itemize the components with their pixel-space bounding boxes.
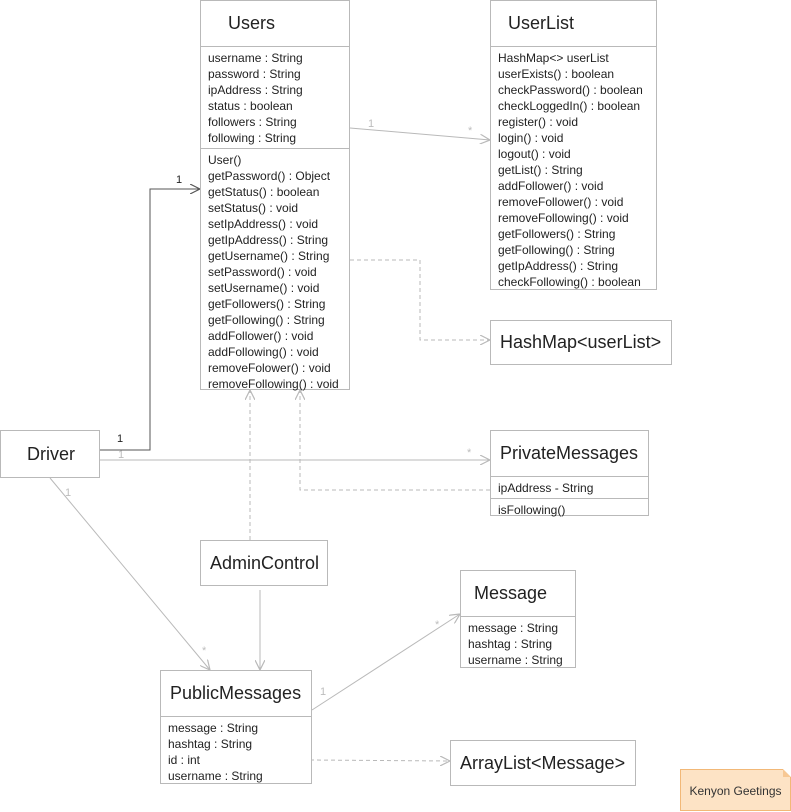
member-row: id : int (168, 753, 201, 767)
attributes-section: ipAddress - String (491, 476, 648, 498)
mult-driver-private-dst: * (467, 447, 472, 459)
class-name: Users (228, 13, 276, 33)
member-row: message : String (468, 621, 559, 635)
class-hashmap[interactable]: HashMap<userList> (490, 320, 672, 365)
member-row: getPassword() : Object (208, 169, 331, 183)
note-fold-corner (783, 769, 791, 777)
member-row: HashMap<> userList (498, 51, 609, 65)
member-row: userExists() : boolean (498, 67, 615, 81)
attributes-section: HashMap<> userList userExists() : boolean… (491, 46, 656, 292)
assoc-driver-public (49, 477, 210, 670)
assoc-public-message (311, 614, 460, 711)
methods-section: isFollowing() (491, 498, 648, 520)
member-row: removeFolower() : void (208, 361, 331, 375)
dep-private-users (300, 390, 490, 491)
member-row: removeFollower() : void (498, 195, 624, 209)
member-row: status : boolean (208, 99, 293, 113)
dep-users-hashmap (350, 259, 490, 340)
member-row: setIpAddress() : void (208, 217, 319, 231)
member-row: removeFollowing() : void (208, 377, 339, 391)
class-privatemessages[interactable]: PrivateMessages ipAddress - String isFol… (490, 430, 649, 517)
attributes-section: message : String hashtag : String id : int… (161, 716, 311, 786)
member-row: addFollower() : void (498, 179, 604, 193)
attributes-section: message : String hashtag : String username… (461, 616, 575, 670)
class-name: HashMap<userList> (500, 332, 662, 352)
dep-public-arraylist (309, 760, 450, 761)
member-row: addFollower() : void (208, 329, 314, 343)
class-name: Driver (27, 444, 75, 464)
mult-public-message-dst: * (435, 619, 440, 631)
class-name: UserList (508, 13, 575, 33)
assoc-driver-users (100, 189, 200, 451)
member-row: getStatus() : boolean (208, 185, 320, 199)
member-row: followers : String (208, 115, 297, 129)
member-row: ipAddress : String (208, 83, 303, 97)
member-row: username : String (168, 769, 263, 783)
mult-driver-public-dst: * (202, 645, 207, 657)
member-row: checkPassword() : boolean (498, 83, 643, 97)
member-row: getUsername() : String (208, 249, 330, 263)
member-row: hashtag : String (468, 637, 553, 651)
member-row: setPassword() : void (208, 265, 317, 279)
mult-driver-users-end: 1 (176, 174, 182, 186)
class-publicmessages[interactable]: PublicMessages message : String hashtag :… (160, 670, 312, 784)
member-row: getFollowers() : String (208, 297, 326, 311)
member-row: User() (208, 153, 242, 167)
mult-users-userlist-src: 1 (368, 118, 374, 130)
class-users[interactable]: Users username : String password : String… (200, 0, 350, 391)
member-row: following : String (208, 131, 297, 145)
class-admincontrol[interactable]: AdminControl (200, 540, 328, 586)
member-row: addFollowing() : void (208, 345, 319, 359)
member-row: login() : void (498, 131, 564, 145)
member-row: isFollowing() (498, 503, 566, 517)
member-row: getFollowing() : String (498, 243, 615, 257)
member-row: removeFollowing() : void (498, 211, 629, 225)
mult-driver-users-top: 1 (117, 433, 123, 445)
member-row: getIpAddress() : String (498, 259, 619, 273)
class-name: ArrayList<Message> (460, 753, 626, 773)
member-row: username : String (208, 51, 303, 65)
class-message[interactable]: Message message : String hashtag : String… (460, 570, 576, 668)
member-row: logout() : void (498, 147, 571, 161)
member-row: register() : void (498, 115, 579, 129)
member-row: getIpAddress() : String (208, 233, 329, 247)
class-name: PublicMessages (170, 683, 302, 703)
class-name: AdminControl (210, 553, 320, 573)
member-row: getFollowers() : String (498, 227, 616, 241)
member-row: password : String (208, 67, 301, 81)
class-arraylist[interactable]: ArrayList<Message> (450, 740, 636, 786)
attributes-section: username : String password : String ipAddr… (201, 46, 349, 148)
member-row: hashtag : String (168, 737, 253, 751)
assoc-users-userlist (349, 127, 490, 140)
class-driver[interactable]: Driver (0, 430, 100, 478)
member-row: username : String (468, 653, 563, 667)
mult-driver-users-bottom: 1 (118, 449, 124, 461)
member-row: ipAddress - String (498, 481, 594, 495)
class-name: Message (474, 583, 548, 603)
note-text: Kenyon Geetings (689, 784, 782, 798)
member-row: checkLoggedIn() : boolean (498, 99, 641, 113)
member-row: message : String (168, 721, 259, 735)
author-note[interactable]: Kenyon Geetings (680, 769, 791, 811)
mult-driver-public-src: 1 (65, 487, 71, 499)
member-row: setStatus() : void (208, 201, 299, 215)
member-row: getList() : String (498, 163, 583, 177)
class-name: PrivateMessages (500, 443, 639, 463)
member-row: setUsername() : void (208, 281, 320, 295)
methods-section: User() getPassword() : Object getStatus() … (201, 148, 349, 394)
mult-public-message-src: 1 (320, 686, 326, 698)
mult-users-userlist-dst: * (468, 125, 473, 137)
class-userlist[interactable]: UserList HashMap<> userList userExists() … (490, 0, 657, 290)
member-row: getFollowing() : String (208, 313, 325, 327)
member-row: checkFollowing() : boolean (498, 275, 641, 289)
